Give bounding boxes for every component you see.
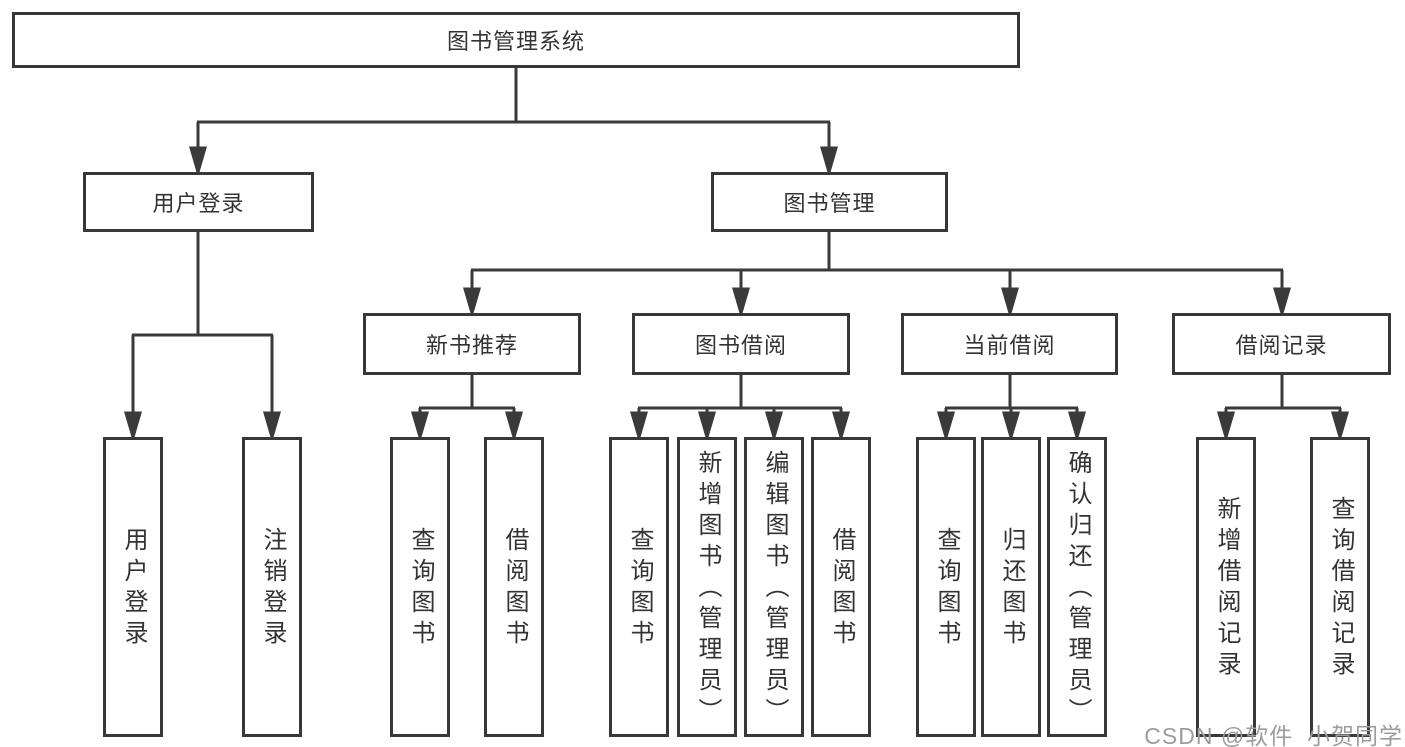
leaf-edit-books-admin: 编辑图书（管理员） [744,437,804,737]
watermark-text: CSDN @软件_小贺同学 [1144,723,1403,747]
leaf-recommend-query-books: 查询图书 [390,437,450,737]
leaf-recommend-borrow-books-label: 借阅图书 [501,527,528,651]
leaf-borrow-query-books: 查询图书 [609,437,669,737]
leaf-borrow-books: 借阅图书 [811,437,871,737]
leaf-logout-label: 注销登录 [259,527,286,651]
leaf-current-query-books-label: 查询图书 [933,527,960,651]
node-new-book-recommend: 新书推荐 [363,313,581,375]
leaf-edit-books-admin-label: 编辑图书（管理员） [761,449,788,729]
node-current-borrow: 当前借阅 [901,313,1118,375]
node-borrow-records-label: 借阅记录 [1235,333,1328,358]
node-user-login-label: 用户登录 [152,191,245,216]
node-new-book-recommend-label: 新书推荐 [425,333,518,358]
node-current-borrow-label: 当前借阅 [963,333,1056,358]
leaf-borrow-query-books-label: 查询图书 [626,527,653,651]
leaf-recommend-borrow-books: 借阅图书 [484,437,544,737]
node-book-management: 图书管理 [711,172,948,232]
leaf-confirm-return-admin: 确认归还（管理员） [1047,437,1107,737]
node-user-login: 用户登录 [83,172,314,232]
leaf-query-borrow-record-label: 查询借阅记录 [1327,496,1354,682]
node-root-label: 图书管理系统 [446,29,585,54]
leaf-borrow-books-label: 借阅图书 [828,527,855,651]
leaf-confirm-return-admin-label: 确认归还（管理员） [1064,449,1091,729]
leaf-add-borrow-record: 新增借阅记录 [1196,437,1256,737]
leaf-recommend-query-books-label: 查询图书 [407,527,434,651]
leaf-current-query-books: 查询图书 [916,437,976,737]
leaf-add-books-admin: 新增图书（管理员） [677,437,737,737]
node-root: 图书管理系统 [12,12,1020,68]
leaf-user-login-label: 用户登录 [120,527,147,651]
leaf-query-borrow-record: 查询借阅记录 [1310,437,1370,737]
node-book-borrow-label: 图书借阅 [694,333,787,358]
node-book-management-label: 图书管理 [783,191,876,216]
leaf-add-books-admin-label: 新增图书（管理员） [694,449,721,729]
leaf-logout: 注销登录 [242,437,302,737]
leaf-return-books: 归还图书 [981,437,1041,737]
leaf-user-login: 用户登录 [103,437,163,737]
node-book-borrow: 图书借阅 [632,313,850,375]
node-borrow-records: 借阅记录 [1172,313,1391,375]
leaf-add-borrow-record-label: 新增借阅记录 [1213,496,1240,682]
leaf-return-books-label: 归还图书 [998,527,1025,651]
